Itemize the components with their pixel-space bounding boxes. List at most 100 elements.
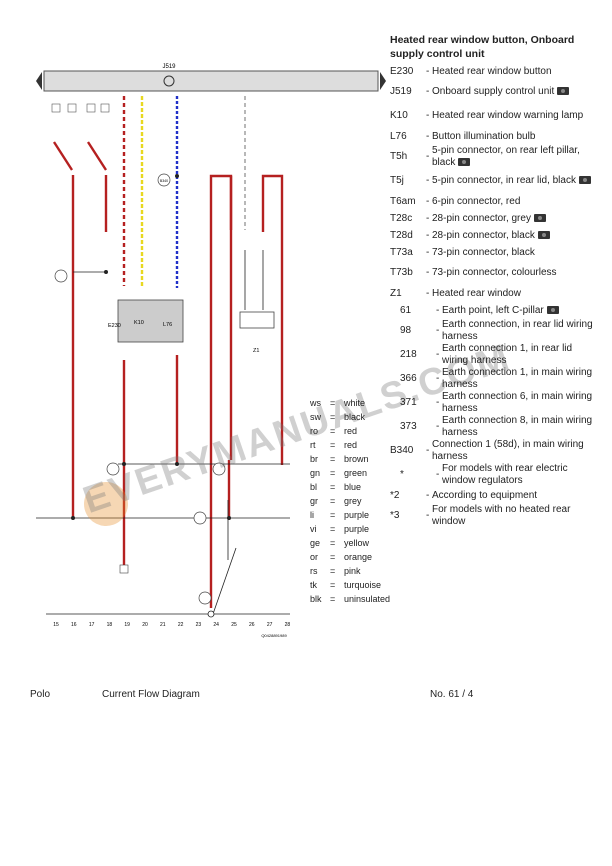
legend-code: *	[400, 469, 404, 480]
legend-code: J519	[390, 86, 412, 97]
legend-desc-text: Heated rear window	[432, 287, 521, 299]
legend-dash: -	[426, 86, 430, 97]
legend-dash: -	[426, 65, 430, 77]
legend-desc-text: Earth connection 1, in main wiring harne…	[442, 367, 593, 390]
legend-desc-text: Connection 1 (58d), in main wiring harne…	[432, 439, 584, 462]
legend-desc: According to equipment	[432, 490, 600, 502]
wire-color-row: ge=yellow	[310, 536, 390, 550]
legend-desc-text: According to equipment	[432, 489, 538, 501]
legend-row: E230-Heated rear window button	[390, 63, 600, 80]
j519-label: J519	[162, 64, 176, 70]
legend-code: T73a	[390, 246, 413, 258]
legend-desc-text: 5-pin connector, on rear left pillar, bl…	[432, 145, 580, 168]
wire-color-code: tk	[310, 580, 318, 590]
wire-color-equals: =	[330, 468, 336, 478]
legend-dash: -	[436, 469, 440, 480]
wire-color-code: sw	[310, 412, 321, 422]
legend-row: T6am-6-pin connector, red	[390, 193, 600, 210]
wire-color-name: brown	[344, 454, 369, 464]
legend-dash: -	[426, 510, 430, 521]
wire-color-code: bl	[310, 482, 318, 492]
column-number: 17	[89, 622, 95, 628]
camera-icon	[557, 87, 570, 96]
wire-color-row: tk=turquoise	[310, 578, 390, 592]
legend-desc-text: Earth connection 6, in main wiring harne…	[442, 391, 593, 414]
column-number: 24	[213, 622, 219, 628]
wire-color-equals: =	[330, 482, 336, 492]
legend-desc-text: 28-pin connector, black	[432, 229, 535, 241]
wire-color-row: sw=black	[310, 410, 390, 424]
wire-color-code: rs	[310, 566, 318, 576]
z1-label: Z1	[253, 348, 259, 354]
legend-desc: For models with no heated rear window	[432, 504, 600, 528]
column-number: 19	[124, 622, 130, 628]
wire-color-row: rt=red	[310, 438, 390, 452]
legend-desc-text: 6-pin connector, red	[432, 195, 521, 207]
legend-dash: -	[426, 212, 430, 224]
legend-row: L76-Button illumination bulb	[390, 128, 600, 145]
wire-color-code: ro	[310, 426, 319, 436]
legend-desc: Earth connection 8, in main wiring harne…	[442, 415, 600, 439]
column-number: 28	[285, 622, 291, 628]
legend-row: 98-Earth connection, in rear lid wiring …	[390, 319, 600, 343]
legend-dash: -	[436, 397, 440, 408]
legend-code: T6am	[390, 195, 416, 207]
wire-color-code: gn	[310, 468, 321, 478]
wire-color-row: blk=uninsulated	[310, 592, 390, 606]
legend-desc: Earth point, left C-pillar	[442, 305, 600, 317]
column-number: 20	[142, 622, 148, 628]
legend-desc: Connection 1 (58d), in main wiring harne…	[432, 439, 600, 463]
legend-code: 373	[400, 421, 417, 432]
wire-color-name: uninsulated	[344, 594, 391, 604]
k10-label: K10	[134, 320, 144, 326]
legend-desc-text: 73-pin connector, black	[432, 246, 535, 258]
legend-desc-text: Earth connection 8, in main wiring harne…	[442, 415, 593, 438]
legend-code: T73b	[390, 267, 413, 278]
footer-number: No. 61 / 4	[430, 689, 474, 700]
legend-desc-text: For models with no heated rear window	[432, 504, 571, 527]
wire-color-name: pink	[344, 566, 361, 576]
wire-color-equals: =	[330, 398, 336, 408]
wire-color-name: blue	[344, 482, 362, 492]
wire-color-row: gr=grey	[310, 494, 390, 508]
legend-desc-text: Earth point, left C-pillar	[442, 304, 544, 316]
legend-dash: -	[426, 445, 430, 456]
wire-color-code: gr	[310, 496, 319, 506]
legend-desc: 73-pin connector, black	[432, 247, 600, 259]
legend-row: T5h-5-pin connector, on rear left pillar…	[390, 145, 600, 169]
camera-icon	[537, 230, 550, 239]
wire-color-row: li=purple	[310, 508, 390, 522]
legend-desc-text: Heated rear window warning lamp	[432, 110, 584, 121]
legend-desc: Heated rear window button	[432, 66, 600, 78]
legend-desc-text: For models with rear electric window reg…	[442, 463, 568, 486]
wire-color-code: br	[310, 454, 319, 464]
wire-color-row: gn=green	[310, 466, 390, 480]
fuse-group	[51, 103, 110, 113]
legend-desc: Earth connection 6, in main wiring harne…	[442, 391, 600, 415]
legend-dash: -	[436, 421, 440, 432]
wire-color-code: blk	[310, 594, 322, 604]
legend-desc-text: Heated rear window button	[432, 65, 552, 77]
legend-row: *2-According to equipment	[390, 487, 600, 504]
legend-row: J519-Onboard supply control unit	[390, 80, 600, 104]
legend-dash: -	[426, 267, 430, 278]
legend-desc-text: Button illumination bulb	[432, 130, 536, 142]
connection-points	[54, 173, 226, 605]
wire-color-name: purple	[344, 524, 370, 534]
wire-color-equals: =	[330, 538, 336, 548]
wire-color-equals: =	[330, 566, 336, 576]
wire-color-row: rs = pink	[310, 564, 390, 578]
legend-row: B340-Connection 1 (58d), in main wiring …	[390, 439, 600, 463]
wire-color-equals: =	[330, 412, 336, 422]
wire-color-row: ws=white	[310, 396, 390, 410]
b340-label: B340	[160, 179, 168, 183]
legend-code: Z1	[390, 287, 402, 299]
column-number: 22	[178, 622, 184, 628]
wire-color-name: orange	[344, 552, 373, 562]
wire-color-name: turquoise	[344, 580, 382, 590]
legend-desc: Earth connection 1, in rear lid wiring h…	[442, 343, 600, 367]
